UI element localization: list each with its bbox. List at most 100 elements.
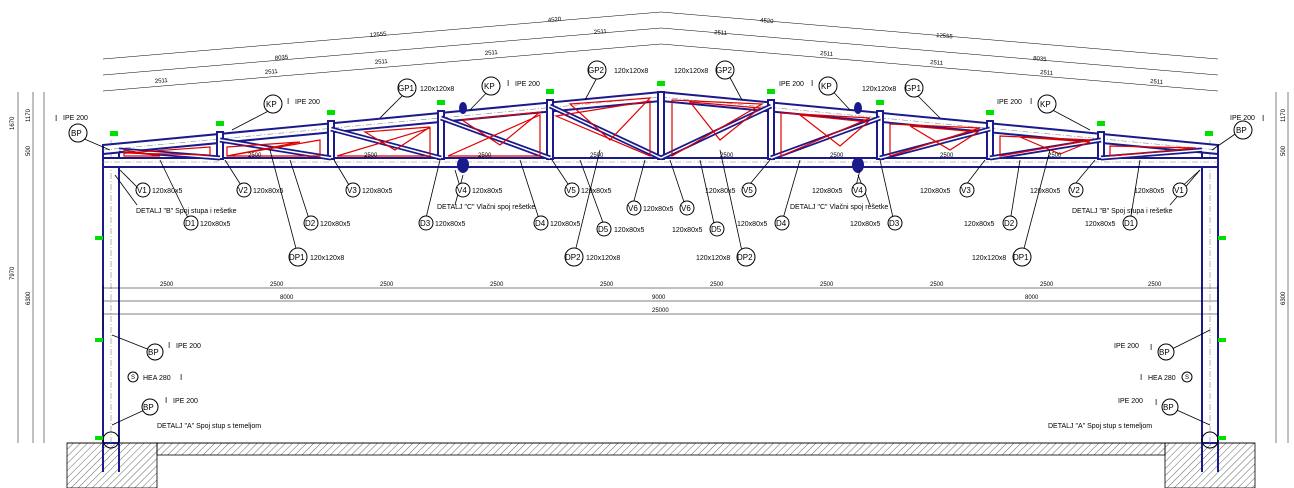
tag-d1: D1 [185, 219, 196, 228]
svg-text:I: I [1140, 373, 1142, 382]
tag-dp1: DP1 [1013, 253, 1029, 262]
dim-panel: 2500 [270, 282, 284, 288]
label-120x120: 120x120x8 [972, 255, 1006, 262]
dim-h-500: 500 [26, 145, 32, 156]
tag-v4: V4 [457, 186, 467, 195]
dim-top-4: 12555 [936, 33, 954, 40]
label-120x80: 120x80x5 [812, 188, 842, 195]
tag-v6: V6 [628, 204, 638, 213]
detail-b-right: DETALJ "B" Spoj stupa i rešetke [1072, 208, 1173, 215]
label-ipe: IPE 200 [1118, 398, 1143, 405]
svg-text:I: I [287, 97, 289, 106]
svg-text:I: I [811, 79, 813, 88]
dim-second-2: 2511 [594, 29, 608, 36]
truss-verticals [216, 91, 1105, 160]
dim-second-3: 2511 [714, 30, 728, 37]
label-ipe: IPE 200 [176, 343, 201, 350]
label-ipe: IPE 200 [515, 81, 540, 88]
foundation-left [66, 442, 158, 488]
svg-text:I: I [1155, 398, 1157, 407]
svg-text:2500: 2500 [248, 153, 262, 159]
tag-v5: V5 [566, 186, 576, 195]
dim-third: 2511 [485, 50, 499, 57]
dim-third: 2511 [375, 59, 389, 66]
tag-bp: BP [1159, 348, 1170, 357]
label-ipe: IPE 200 [1114, 343, 1139, 350]
detail-b-left: DETALJ "B" Spoj stupa i rešetke [136, 208, 237, 215]
dim-second-1: 8035 [275, 55, 289, 62]
label-hea: HEA 280 [143, 375, 171, 382]
svg-text:2500: 2500 [590, 153, 604, 159]
label-120x80: 120x80x5 [472, 188, 502, 195]
label-ipe: IPE 200 [997, 99, 1022, 106]
tag-d1: D1 [1124, 219, 1135, 228]
detail-c-right: DETALJ "C" Vlačni spoj rešetke [790, 204, 888, 211]
dim-panel: 2500 [930, 282, 944, 288]
label-120x80: 120x80x5 [643, 206, 673, 213]
label-120x80: 120x80x5 [435, 221, 465, 228]
label-120x120: 120x120x8 [420, 86, 454, 93]
dim-h-r-500: 500 [1281, 145, 1287, 156]
truss-inner-dims: 2500 2500 2500 2500 2500 2500 2500 2500 [248, 153, 1062, 159]
dim-panel: 2500 [1148, 282, 1162, 288]
dim-third: 2511 [1150, 79, 1164, 86]
tag-v1: V1 [137, 186, 147, 195]
dim-third: 2511 [1040, 70, 1054, 77]
dim-panel: 2500 [490, 282, 504, 288]
label-120x80: 120x80x5 [1030, 188, 1060, 195]
tag-d3: D3 [889, 219, 900, 228]
label-120x120: 120x120x8 [862, 86, 896, 93]
detail-c-left: DETALJ "C" Vlačni spoj rešetke [437, 204, 535, 211]
roof-truss [95, 81, 1226, 440]
tag-v5: V5 [743, 186, 753, 195]
horizontal-dimensions: 2500 2500 2500 2500 2500 2500 2500 2500 … [102, 282, 1219, 330]
label-ipe: IPE 200 [63, 115, 88, 122]
dim-span-left: 8000 [280, 295, 294, 301]
tag-kp: KP [821, 82, 832, 91]
tag-kp: KP [1040, 100, 1051, 109]
dim-h-r-1170: 1170 [1281, 108, 1287, 122]
tag-bp-right: BP [1236, 126, 1247, 135]
label-ipe: IPE 200 [295, 99, 320, 106]
foundations [66, 442, 1256, 488]
label-120x80: 120x80x5 [964, 221, 994, 228]
dim-total: 25000 [652, 308, 669, 314]
tag-dp2: DP2 [737, 253, 753, 262]
dim-third: 2511 [930, 60, 944, 67]
tag-d5: D5 [598, 225, 609, 234]
tag-d2: D2 [1004, 219, 1015, 228]
dim-panel: 2500 [710, 282, 724, 288]
label-120x80: 120x80x5 [362, 188, 392, 195]
gusset-plates [123, 97, 1197, 158]
dim-third: 2511 [265, 69, 279, 76]
dim-top-3: 4520 [760, 18, 774, 25]
label-hea: HEA 280 [1148, 375, 1176, 382]
label-ipe: IPE 200 [779, 81, 804, 88]
tag-dp2: DP2 [565, 253, 581, 262]
svg-text:I: I [168, 341, 170, 350]
foundation-right [1164, 442, 1256, 488]
svg-text:2500: 2500 [478, 153, 492, 159]
label-ipe: IPE 200 [1230, 115, 1255, 122]
dim-h-1170: 1170 [26, 108, 32, 122]
tag-v2: V2 [238, 186, 248, 195]
ground-slab [156, 442, 1166, 456]
tag-d5: D5 [711, 225, 722, 234]
tag-dp1: DP1 [289, 253, 305, 262]
dim-panel: 2500 [820, 282, 834, 288]
tag-v4: V4 [853, 186, 863, 195]
label-120x80: 120x80x5 [737, 221, 767, 228]
profile-labels: IPE 200 IPE 200 IPE 200 IPE 200 IPE 200 … [55, 68, 1264, 407]
label-120x80: 120x80x5 [850, 221, 880, 228]
label-120x80: 120x80x5 [581, 188, 611, 195]
dim-h-6300: 6300 [26, 291, 32, 305]
tag-bp: BP [143, 403, 154, 412]
label-120x80: 120x80x5 [200, 221, 230, 228]
svg-text:I: I [180, 373, 182, 382]
tag-bp-left: BP [71, 129, 82, 138]
dim-top-1: 12555 [370, 32, 388, 39]
tag-kp: KP [266, 100, 277, 109]
svg-text:2500: 2500 [720, 153, 734, 159]
tag-s: S [1185, 375, 1189, 381]
tag-d4: D4 [776, 219, 787, 228]
